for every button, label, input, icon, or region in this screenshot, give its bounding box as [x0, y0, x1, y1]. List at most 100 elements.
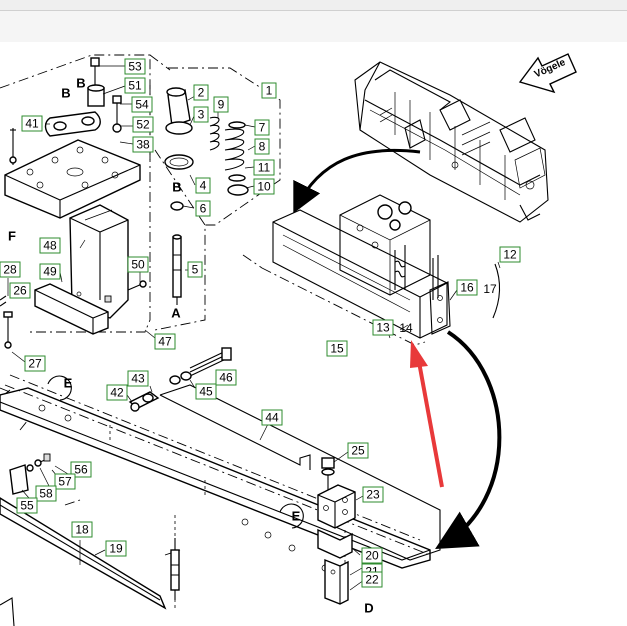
svg-text:48: 48 [43, 239, 57, 253]
part-49-bar [34, 283, 109, 335]
brand-arrow-badge: Vögele [518, 53, 577, 94]
callout-26: 26 [9, 282, 31, 299]
svg-text:58: 58 [39, 487, 53, 501]
callout-51: 51 [124, 77, 146, 94]
callout-47: 47 [154, 333, 176, 350]
callout-53: 53 [124, 58, 146, 75]
callout-18: 18 [71, 521, 93, 538]
mounting-plate [4, 128, 141, 219]
screed-outline [242, 254, 426, 346]
svg-text:23: 23 [366, 488, 380, 502]
part-44-plate [159, 384, 441, 561]
leader-lines [7, 65, 501, 591]
callout-22: 22 [361, 571, 383, 588]
callout-43: 43 [127, 370, 149, 387]
callout-48: 48 [39, 237, 61, 254]
callout-42: 42 [106, 384, 128, 401]
paver-frame-illustration [354, 61, 549, 223]
callout-41: 41 [21, 115, 43, 132]
svg-text:44: 44 [265, 411, 279, 425]
part-23-block [317, 484, 356, 529]
part-41-clamp [44, 111, 101, 137]
callout-25: 25 [347, 442, 369, 459]
screed-module [272, 194, 451, 339]
callout-52: 52 [132, 116, 154, 133]
svg-text:50: 50 [131, 258, 145, 272]
svg-text:46: 46 [219, 371, 233, 385]
callout-23: 23 [362, 486, 384, 503]
section-letter-b: B [61, 86, 70, 101]
part-45-46-bolt [169, 347, 232, 385]
part-50-screw [127, 280, 147, 291]
section-letter-b: B [76, 76, 85, 91]
svg-text:2: 2 [198, 86, 205, 100]
svg-text:22: 22 [365, 573, 379, 587]
svg-text:43: 43 [131, 372, 145, 386]
callout-8: 8 [254, 138, 270, 155]
assembly-outline-right [168, 67, 281, 226]
toolbar-strip [0, 10, 627, 42]
svg-text:41: 41 [25, 117, 39, 131]
callout-11: 11 [253, 159, 275, 176]
svg-text:27: 27 [28, 357, 42, 371]
callout-54: 54 [131, 96, 153, 113]
callout-58: 58 [35, 485, 57, 502]
bottom-left-fragment [0, 597, 15, 626]
callout-16: 16 [456, 279, 478, 296]
flow-arrow-bottom [435, 330, 502, 550]
svg-text:7: 7 [259, 121, 266, 135]
section-letter-f: F [8, 229, 16, 244]
centerline-1 [109, 425, 346, 610]
svg-text:18: 18 [75, 523, 89, 537]
svg-text:25: 25 [351, 444, 365, 458]
callout-20: 20 [361, 547, 383, 564]
svg-text:45: 45 [199, 385, 213, 399]
section-arc-e1 [47, 375, 72, 401]
svg-text:56: 56 [74, 463, 88, 477]
callout-49: 49 [39, 263, 61, 280]
part-20-22-bracket [317, 528, 353, 605]
svg-text:38: 38 [136, 138, 150, 152]
callout-15: 15 [326, 340, 348, 357]
svg-text:13: 13 [376, 321, 390, 335]
part-6-nut [170, 201, 184, 211]
section-letter-b: B [172, 180, 181, 195]
callout-12: 12 [499, 246, 521, 263]
part-2-4-coupling [164, 87, 194, 170]
callout-2: 2 [193, 84, 209, 101]
svg-text:4: 4 [200, 179, 207, 193]
callout-9: 9 [213, 96, 229, 113]
hidden-line-2 [4, 384, 431, 556]
callout-4: 4 [195, 177, 211, 194]
callout-38: 38 [132, 136, 154, 153]
svg-text:15: 15 [330, 342, 344, 356]
long-rail [0, 387, 431, 610]
svg-text:28: 28 [3, 263, 17, 277]
part-42-43-pin [128, 391, 160, 412]
svg-text:42: 42 [110, 386, 124, 400]
label-14: 14 [399, 321, 413, 335]
svg-text:9: 9 [218, 98, 225, 112]
svg-text:19: 19 [109, 542, 123, 556]
part-51-53-bolt [87, 57, 122, 133]
part-25-bolt [321, 457, 335, 505]
svg-text:8: 8 [259, 140, 266, 154]
svg-text:12: 12 [503, 248, 517, 262]
section-letter-e: E [64, 376, 73, 391]
callout-55: 55 [16, 497, 38, 514]
part-26-28-bolt [0, 295, 13, 349]
label-17: 17 [483, 282, 497, 296]
svg-text:10: 10 [257, 180, 271, 194]
svg-text:16: 16 [460, 281, 474, 295]
window-toolbar [0, 0, 627, 42]
svg-text:47: 47 [158, 335, 172, 349]
callout-6: 6 [195, 200, 211, 217]
section-letter-a: A [171, 306, 181, 321]
part-5-rod [172, 234, 182, 305]
part-8-9-springs [209, 116, 249, 196]
callout-56: 56 [70, 461, 92, 478]
callout-28: 28 [0, 261, 21, 278]
callout-1: 1 [261, 82, 277, 99]
bracket-17 [492, 263, 501, 319]
